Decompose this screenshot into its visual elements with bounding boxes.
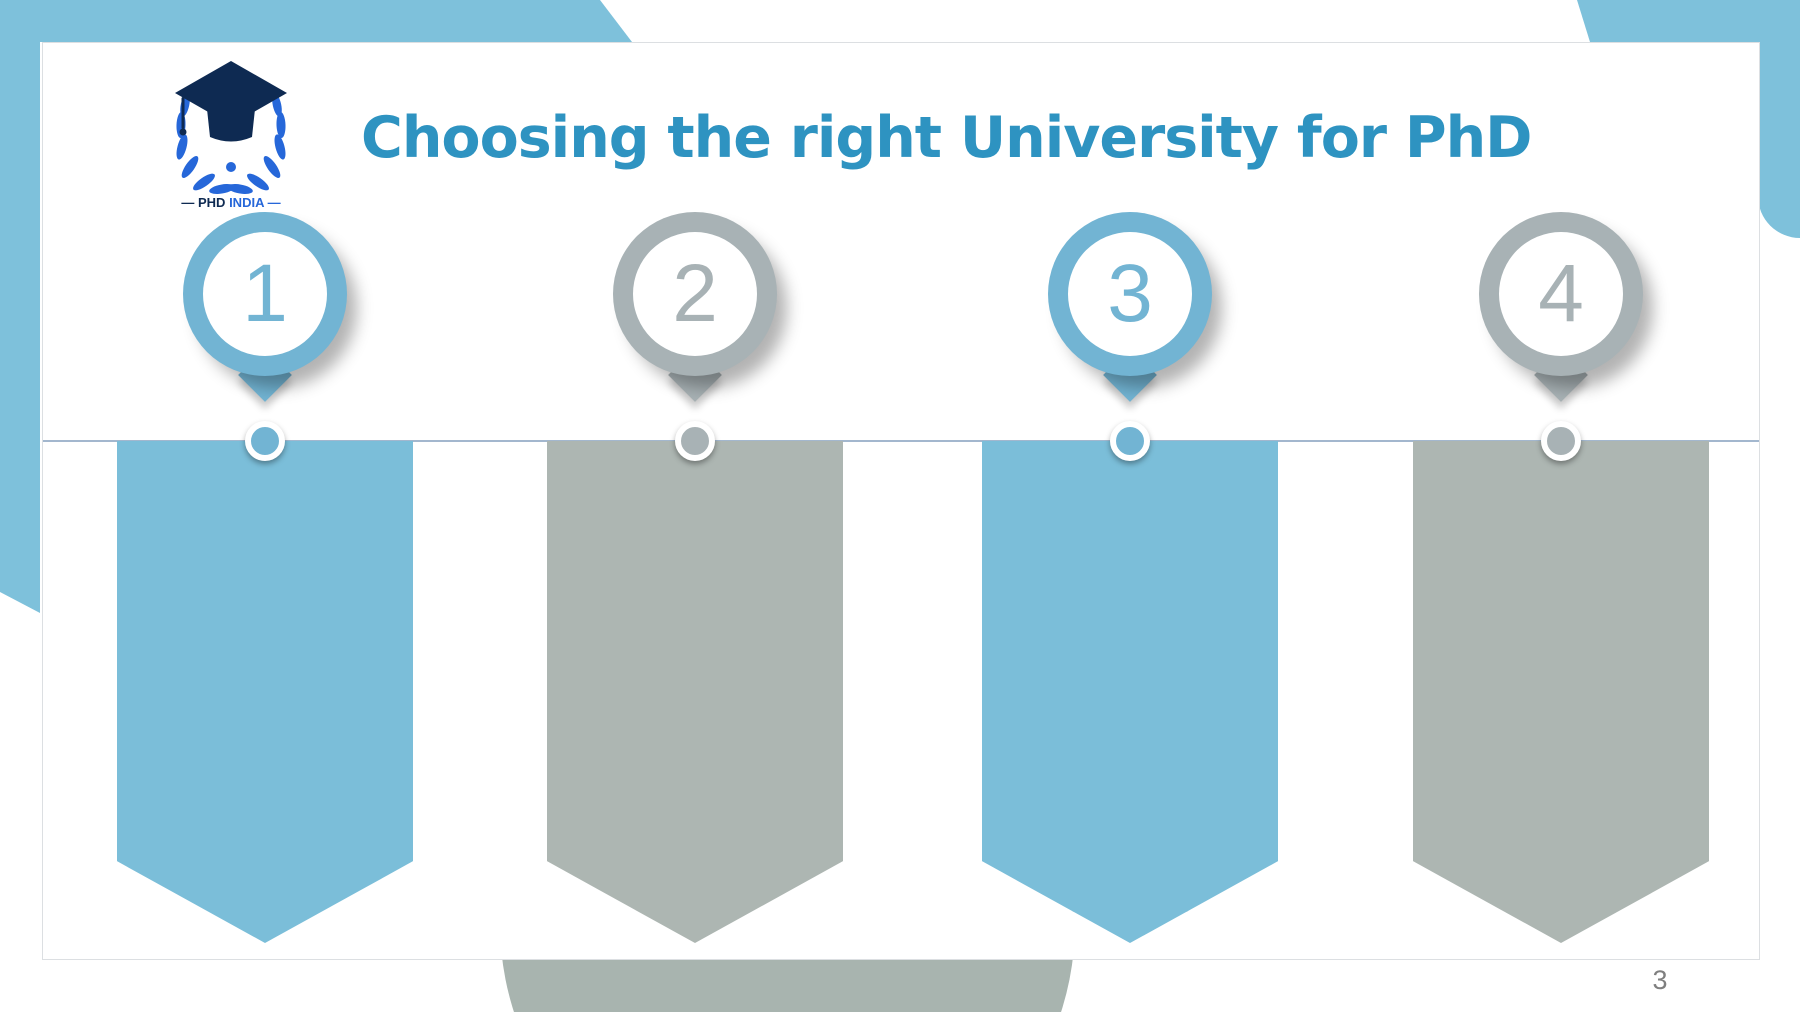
step-item-4: 4Universityrecognized byvarious regulato… <box>1413 43 1709 959</box>
steps-divider-line <box>43 440 1759 442</box>
page-title: Choosing the right University for PhD <box>361 105 1532 171</box>
slide-surface: — PHD INDIA — Choosing the right Univers… <box>42 42 1760 960</box>
logo-brand-text: — PHD INDIA — <box>181 195 280 210</box>
background-top-left-shape <box>0 0 632 42</box>
step-number: 1 <box>242 248 288 339</box>
background-left-shape <box>0 0 40 613</box>
step-item-3: 3Internationallyrecognized PhD:Universit… <box>982 43 1278 959</box>
step-circle-inner: 4 <box>1499 232 1623 356</box>
step-circle-inner: 2 <box>633 232 757 356</box>
step-number: 2 <box>672 248 718 339</box>
page-number: 3 <box>1652 965 1668 995</box>
step-circle-inner: 1 <box>203 232 327 356</box>
connector-dot <box>245 421 285 461</box>
connector-dot <box>1110 421 1150 461</box>
step-circle-2: 2 <box>613 212 777 376</box>
step-circle-4: 4 <box>1479 212 1643 376</box>
phd-india-logo: — PHD INDIA — <box>175 61 287 210</box>
step-item-1: 1University should beapproved byUniversi… <box>117 43 413 959</box>
step-circle-inner: 3 <box>1068 232 1192 356</box>
connector-dot <box>675 421 715 461</box>
step-circle-1: 1 <box>183 212 347 376</box>
background-right-shape <box>1758 0 1800 238</box>
connector-dot <box>1541 421 1581 461</box>
step-item-2: 2One should alwaysselect university with… <box>547 43 843 959</box>
ribbon-banner-4 <box>1413 441 1709 943</box>
ribbon-banner-3 <box>982 441 1278 943</box>
graduation-cap-icon <box>175 61 287 142</box>
ribbon-banner-1 <box>117 441 413 943</box>
step-circle-3: 3 <box>1048 212 1212 376</box>
step-number: 4 <box>1538 248 1584 339</box>
step-number: 3 <box>1107 248 1153 339</box>
ribbon-banner-2 <box>547 441 843 943</box>
items-row: 1University should beapproved byUniversi… <box>43 43 1759 959</box>
